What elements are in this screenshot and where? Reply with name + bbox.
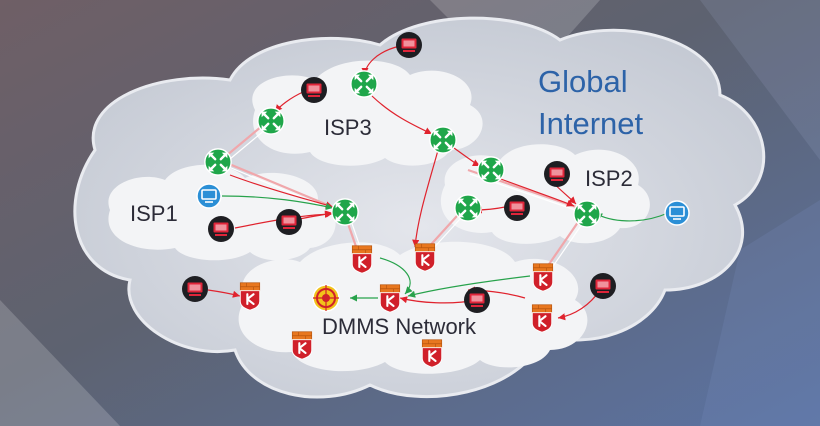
isp1-cloud (108, 164, 336, 261)
firewall-icon (532, 262, 554, 292)
firewall-icon (351, 244, 373, 274)
attacker-icon (301, 77, 327, 103)
attacker-icon (590, 273, 616, 299)
attacker-icon (544, 161, 570, 187)
client-icon (196, 183, 222, 209)
attacker-icon (182, 276, 208, 302)
global-internet-label-line1: Global (538, 64, 628, 99)
client-icon (664, 200, 690, 226)
attacker-icon (396, 32, 422, 58)
firewall-icon (379, 283, 401, 313)
attacker-icon (504, 195, 530, 221)
attacker-icon (464, 287, 490, 313)
attack-flows (207, 45, 601, 321)
firewall-icon (239, 281, 261, 311)
firewall-icon (414, 242, 436, 272)
isp2-label: ISP2 (585, 166, 633, 191)
router-icon (330, 197, 360, 227)
global-internet-label-line2: Internet (538, 106, 644, 141)
router-icon (203, 147, 233, 177)
attacker-icon (276, 209, 302, 235)
firewall-icon (421, 338, 443, 368)
firewall-icon (531, 303, 553, 333)
router-icon (453, 193, 483, 223)
attacker-icon (208, 216, 234, 242)
isp1-label: ISP1 (130, 201, 178, 226)
isp2-cloud (440, 144, 650, 244)
isp3-label: ISP3 (324, 115, 372, 140)
router-icon (428, 125, 458, 155)
target-icon (312, 284, 340, 312)
router-icon (476, 155, 506, 185)
dmms-network-label: DMMS Network (322, 314, 477, 339)
router-icon (349, 69, 379, 99)
firewall-icon (291, 330, 313, 360)
dmms-cloud (238, 241, 588, 374)
router-icon (256, 106, 286, 136)
router-icon (572, 199, 602, 229)
